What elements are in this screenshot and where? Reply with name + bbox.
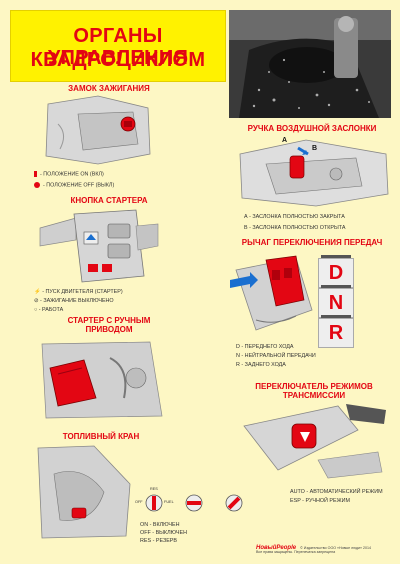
ignition-heading: ЗАМОК ЗАЖИГАНИЯ: [68, 84, 150, 93]
fuel-legend-on: ON - ВКЛЮЧЕН: [140, 522, 180, 528]
gear-legend-n: N - НЕЙТРАЛЬНОЙ ПЕРЕДАЧИ: [236, 353, 316, 359]
starter-illustration: [36, 206, 160, 286]
gear-legend-r: R - ЗАДНЕГО ХОДА: [236, 362, 286, 368]
publisher-logo: НовыйPeople: [256, 545, 297, 551]
gear-legend-d: D - ПЕРЕДНЕГО ХОДА: [236, 344, 294, 350]
fuel-legend-off: OFF - ВЫКЛЮЧЕН: [140, 530, 187, 536]
fuel-valve-heading: ТОПЛИВНЫЙ КРАН: [62, 432, 140, 441]
ignition-on-label: - ПОЛОЖЕНИЕ ON (ВКЛ): [40, 171, 104, 178]
manual-starter-illustration: [40, 338, 164, 422]
gear-lever-illustration: [226, 250, 316, 334]
mode-switch-illustration: [238, 400, 390, 480]
title-box: ОРГАНЫ УПРАВЛЕНИЯ КВАДРОЦИКЛОМ: [10, 10, 226, 82]
footer-line-2: Все права защищены. Перепечатка запрещен…: [256, 550, 336, 555]
fuel-legend-res: RES - РЕЗЕРВ: [140, 538, 177, 544]
mode-legend-esp: ESP - РУЧНОЙ РЕЖИМ: [290, 498, 350, 504]
dial-label-off: OFF: [135, 500, 143, 504]
choke-legend-a: А - ЗАСЛОНКА ПОЛНОСТЬЮ ЗАКРЫТА: [244, 214, 345, 220]
choke-photo: [229, 10, 391, 118]
ignition-off-label: - ПОЛОЖЕНИЕ OFF (ВЫКЛ): [43, 182, 115, 189]
fuel-dials: RES OFF FUEL: [134, 486, 254, 520]
manual-starter-heading-2: ПРИВОДОМ: [85, 325, 133, 334]
ignition-legend-off: - ПОЛОЖЕНИЕ OFF (ВЫКЛ): [34, 182, 114, 189]
choke-heading: РУЧКА ВОЗДУШНОЙ ЗАСЛОНКИ: [247, 124, 377, 133]
title-line-1: ОРГАНЫ УПРАВЛЕНИЯ: [47, 25, 189, 69]
gear-indicator-r: R: [318, 315, 354, 348]
footer: НовыйPeople © Издательство ООО «Новые лю…: [256, 545, 396, 555]
choke-legend-b: В - ЗАСЛОНКА ПОЛНОСТЬЮ ОТКРЫТА: [244, 225, 346, 231]
starter-legend-1: ⚡ - ПУСК ДВИГЕТЕЛЯ (СТАРТЕР): [34, 289, 123, 295]
key-off-icon: [34, 182, 40, 188]
manual-starter-heading-1: СТАРТЕР С РУЧНЫМ: [67, 316, 151, 325]
title-line-2: КВАДРОЦИКЛОМ: [30, 49, 206, 71]
ignition-legend-on: - ПОЛОЖЕНИЕ ON (ВКЛ): [34, 171, 104, 178]
mode-switch-heading-1: ПЕРЕКЛЮЧАТЕЛЬ РЕЖИМОВ: [255, 382, 373, 391]
starter-start-icon: ⚡: [34, 289, 41, 295]
footer-line-1: © Издательство ООО «Новые люди» 2014: [300, 546, 371, 550]
starter-heading: КНОПКА СТАРТЕРА: [70, 196, 148, 205]
ignition-illustration: [38, 94, 158, 166]
dial-label-fuel: FUEL: [164, 500, 174, 504]
fuel-valve-illustration: [34, 444, 134, 540]
gear-lever-heading: РЫЧАГ ПЕРЕКЛЮЧЕНИЯ ПЕРЕДАЧ: [241, 238, 383, 247]
choke-marker-b: В: [312, 145, 318, 152]
key-on-icon: [34, 171, 37, 177]
starter-legend-2: ⊘ - ЗАЖИГАНИЕ ВЫКЛЮЧЕНО: [34, 298, 114, 304]
choke-illustration: А В: [236, 134, 392, 208]
dial-label-res: RES: [150, 487, 158, 491]
gear-indicator-d: D: [318, 255, 354, 288]
gear-indicator-n: N: [318, 285, 354, 318]
choke-marker-a: А: [282, 137, 288, 144]
mode-legend-auto: AUTO - АВТОМАТИЧЕСКИЙ РЕЖИМ: [290, 489, 383, 495]
choke-photo-art: [229, 10, 391, 118]
starter-off-icon: ⊘: [34, 298, 39, 304]
mode-switch-heading-2: ТРАНСМИССИИ: [282, 391, 346, 400]
starter-legend-3: ○ - РАБОТА: [34, 307, 64, 313]
starter-run-icon: ○: [34, 307, 38, 313]
